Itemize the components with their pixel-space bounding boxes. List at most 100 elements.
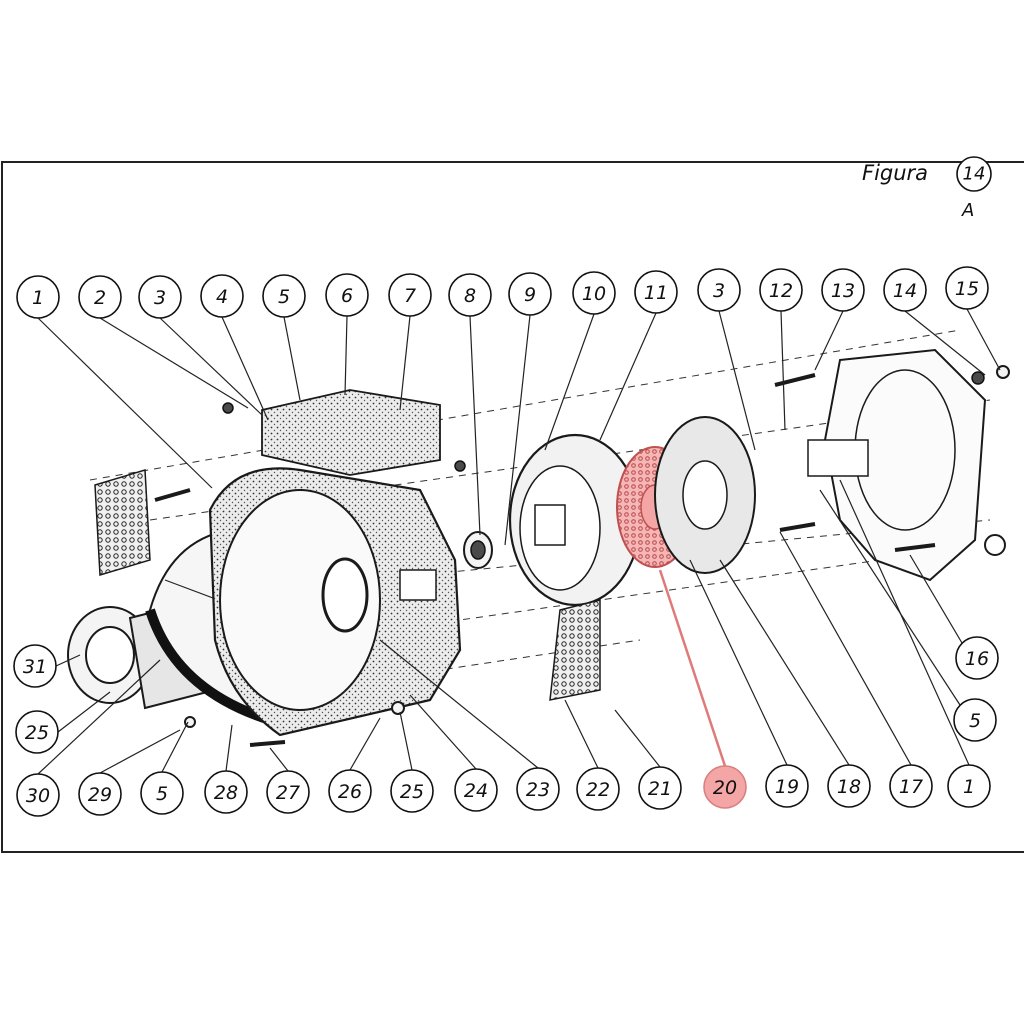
leader-line <box>37 659 161 775</box>
callout-12: 12 <box>759 268 803 312</box>
callout-number: 13 <box>831 280 855 302</box>
callout-circle <box>78 275 122 319</box>
callout-23: 23 <box>516 767 560 811</box>
callout-circle <box>945 266 989 310</box>
leader-line <box>344 315 348 396</box>
callout-number: 9 <box>524 284 536 306</box>
callout-1: 1 <box>16 275 60 319</box>
callout-3: 3 <box>697 268 741 312</box>
callout-circle <box>883 268 927 312</box>
bolts <box>154 365 1010 747</box>
callout-number: 27 <box>276 782 300 804</box>
callout-circle <box>454 768 498 812</box>
callout-number: 1 <box>32 287 44 309</box>
leader-line <box>349 717 381 771</box>
callout-circle <box>200 274 244 318</box>
part-bearing <box>463 531 493 569</box>
leader-line <box>719 559 850 766</box>
part-filter-box <box>261 389 441 476</box>
callout-number: 25 <box>400 781 424 803</box>
callout-28: 28 <box>204 770 248 814</box>
figure-number: 14 <box>963 164 986 185</box>
leader-line <box>161 721 189 773</box>
figure-label: Figura <box>862 161 928 185</box>
callout-circle <box>266 770 310 814</box>
figure-frame <box>1 161 1024 853</box>
callout-number: 14 <box>893 280 917 302</box>
callout-circle <box>204 770 248 814</box>
callout-5: 5 <box>953 698 997 742</box>
callout-number: 30 <box>26 785 50 807</box>
callout-circle <box>634 270 678 314</box>
callout-1: 1 <box>947 764 991 808</box>
callout-circle <box>947 764 991 808</box>
callout-circle <box>953 698 997 742</box>
leader-line <box>718 310 756 451</box>
callout-circle <box>697 268 741 312</box>
leader-line <box>221 316 269 421</box>
part-flywheel <box>508 433 642 607</box>
callout-circle <box>388 273 432 317</box>
callout-number: 5 <box>278 286 290 308</box>
callout-13: 13 <box>821 268 865 312</box>
callout-2: 2 <box>78 275 122 319</box>
callout-circle <box>15 710 59 754</box>
callout-11: 11 <box>634 270 678 314</box>
callout-number: 24 <box>464 780 488 802</box>
callout-3: 3 <box>138 275 182 319</box>
callout-number: 12 <box>769 280 793 302</box>
callout-5: 5 <box>262 274 306 318</box>
figure-number-circle <box>956 156 992 192</box>
callout-circle <box>140 771 184 815</box>
leader-line <box>99 729 181 774</box>
leader-line <box>779 531 912 766</box>
figure-title: Figura 14 A <box>862 156 992 221</box>
callout-number: 11 <box>644 282 668 304</box>
leader-line <box>283 316 301 401</box>
callout-circle <box>765 764 809 808</box>
callout-number: 16 <box>965 648 989 670</box>
callout-circle <box>262 274 306 318</box>
leader-line <box>614 709 661 768</box>
callout-number: 6 <box>341 285 353 307</box>
leader-line <box>469 315 481 536</box>
callout-7: 7 <box>388 273 432 317</box>
callout-circle <box>448 273 492 317</box>
callout-8: 8 <box>448 273 492 317</box>
callout-circle <box>325 273 369 317</box>
callout-24: 24 <box>454 768 498 812</box>
callout-25: 25 <box>390 769 434 813</box>
leader-lines <box>37 308 1001 775</box>
leader-line <box>819 489 961 706</box>
callout-30: 30 <box>16 773 60 817</box>
callout-circle <box>889 764 933 808</box>
leader-line <box>904 310 986 376</box>
leader-line <box>57 691 111 733</box>
callout-circle <box>13 644 57 688</box>
callout-circle <box>827 764 871 808</box>
leader-line <box>399 711 413 771</box>
callout-18: 18 <box>827 764 871 808</box>
callout-17: 17 <box>889 764 933 808</box>
part-rear-cover <box>807 348 1006 582</box>
callout-circle <box>508 272 552 316</box>
callout-5: 5 <box>140 771 184 815</box>
part-left-gasket <box>94 469 151 576</box>
leader-line <box>564 699 599 769</box>
callout-27: 27 <box>266 770 310 814</box>
callout-number: 1 <box>963 776 975 798</box>
part-pressure-plate <box>654 416 756 574</box>
callout-22: 22 <box>576 767 620 811</box>
leader-line <box>225 724 233 772</box>
part-clutch-housing <box>208 467 462 737</box>
callout-number: 15 <box>955 278 979 300</box>
callout-circle <box>138 275 182 319</box>
callout-number: 26 <box>338 781 362 803</box>
callout-number: 20 <box>713 777 737 799</box>
callout-14: 14 <box>883 268 927 312</box>
callout-number: 5 <box>969 710 981 732</box>
leader-line <box>37 317 213 489</box>
callout-number: 25 <box>25 722 49 744</box>
callout-circle <box>16 773 60 817</box>
